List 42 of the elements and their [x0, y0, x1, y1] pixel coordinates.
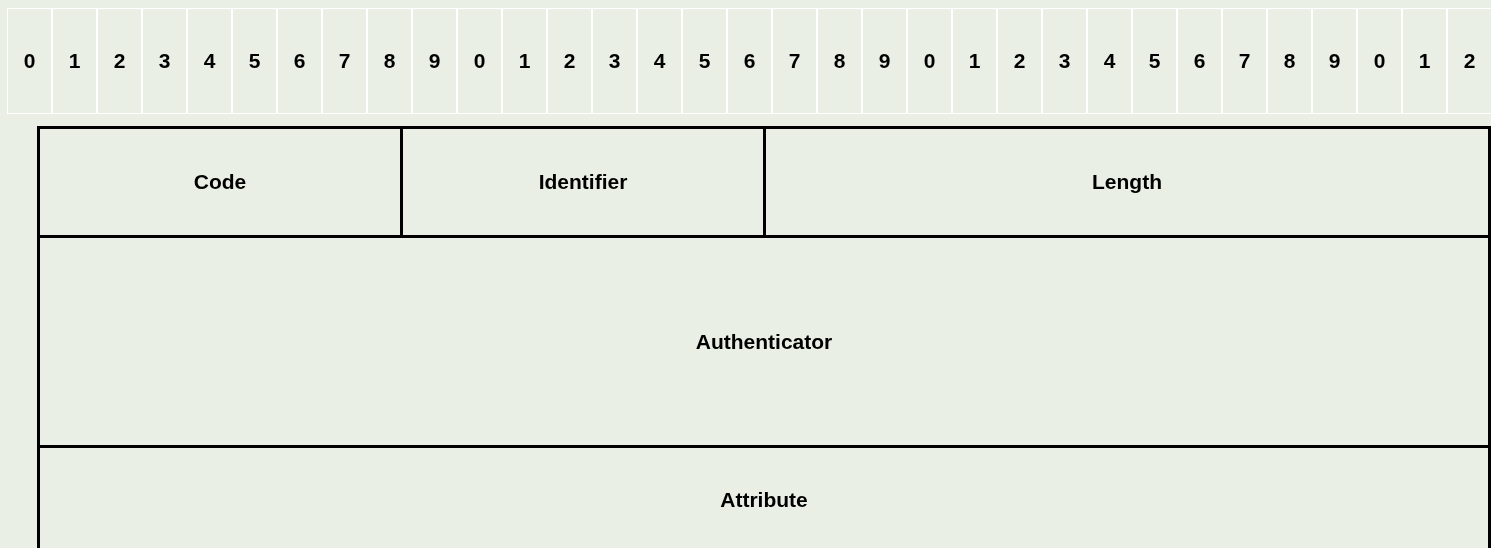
packet-field: [763, 126, 1491, 238]
bit-cell: 6: [1177, 8, 1222, 114]
field-name: Attribute: [720, 488, 808, 512]
bit-cell: 7: [322, 8, 367, 114]
bit-cell: 9: [1312, 8, 1357, 114]
bit-cell: 2: [547, 8, 592, 114]
packet-field: [37, 235, 1491, 448]
bit-cell: 8: [367, 8, 412, 114]
bit-cell: 1: [1402, 8, 1447, 114]
packet-field: [37, 445, 1491, 548]
bit-cell: 3: [1042, 8, 1087, 114]
bit-cell: 0: [457, 8, 502, 114]
bit-cell: 5: [1132, 8, 1177, 114]
bit-cell: 8: [817, 8, 862, 114]
field-name: Authenticator: [695, 329, 833, 354]
packet-field: [37, 126, 403, 238]
bit-cell: 3: [142, 8, 187, 114]
field-name: Identifier: [538, 170, 628, 194]
bit-cell: 4: [1087, 8, 1132, 114]
bit-cell: 8: [1267, 8, 1312, 114]
bit-cell: 7: [1222, 8, 1267, 114]
bit-cell: 6: [277, 8, 322, 114]
bit-cell: 3: [592, 8, 637, 114]
field-name: Code: [193, 170, 247, 194]
bit-cell: 1: [502, 8, 547, 114]
bit-cell: 1: [952, 8, 997, 114]
bit-cell: 9: [862, 8, 907, 114]
bit-cell: 2: [97, 8, 142, 114]
bit-cell: 5: [682, 8, 727, 114]
bit-cell: 7: [772, 8, 817, 114]
bit-cell: 4: [637, 8, 682, 114]
bit-cell: 1: [52, 8, 97, 114]
bit-cell: 6: [727, 8, 772, 114]
bit-cell: 0: [907, 8, 952, 114]
bit-cell: 0: [7, 8, 52, 114]
bit-cell: 0: [1357, 8, 1402, 114]
bit-cell: 2: [997, 8, 1042, 114]
field-name: Length: [1092, 170, 1162, 194]
bit-cell: 9: [412, 8, 457, 114]
bit-cell: 2: [1447, 8, 1491, 114]
bit-cell: 4: [187, 8, 232, 114]
bit-cell: 5: [232, 8, 277, 114]
